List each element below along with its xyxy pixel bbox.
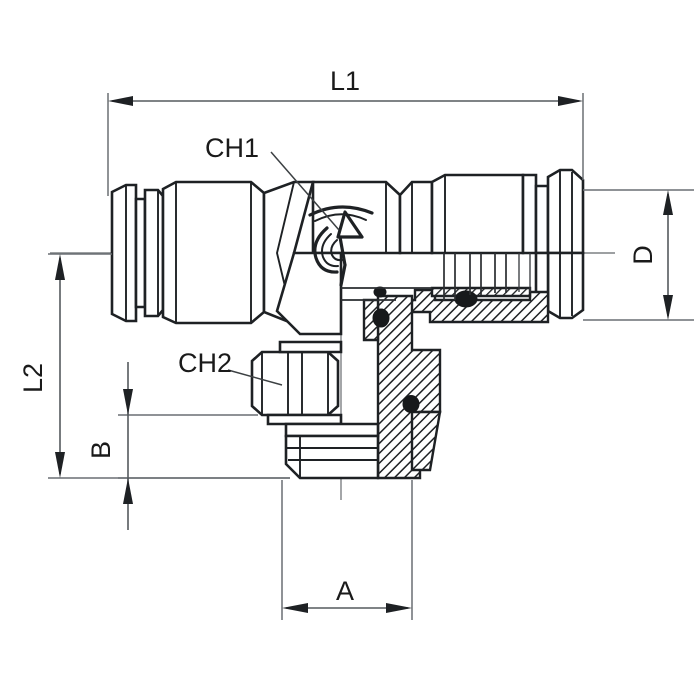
- callout-label-CH1: CH1: [205, 133, 259, 163]
- branch-shank: [284, 422, 380, 438]
- oring-branch-lower: [402, 395, 420, 413]
- dimension-label-B: B: [86, 441, 116, 459]
- right-transition-cone: [398, 180, 434, 255]
- dimension-D: D: [583, 189, 694, 321]
- dimension-label-L1: L1: [330, 66, 360, 96]
- oring-branch-upper: [372, 308, 390, 328]
- tee-body-lower-left: [275, 251, 343, 336]
- clip-hook-outer: [313, 226, 339, 274]
- callout-label-CH2: CH2: [178, 348, 232, 378]
- clip-hook-core: [330, 239, 343, 262]
- A-arrow-left: [282, 603, 308, 613]
- oring-right-port: [454, 290, 478, 308]
- right-collar-lower: [546, 251, 585, 320]
- callout-CH1: CH1: [205, 133, 340, 231]
- A-arrow-right: [386, 603, 412, 613]
- dimension-label-L2: L2: [18, 363, 48, 393]
- clip-arc-top: [308, 205, 374, 217]
- L1-arrow-left: [108, 96, 133, 106]
- fitting-geometry: [110, 168, 585, 480]
- dimension-L1: L1: [107, 66, 584, 196]
- callout-CH2: CH2: [178, 348, 283, 386]
- L2-arrow-top: [55, 254, 65, 280]
- branch-collar-top: [278, 340, 343, 354]
- left-barrel: [161, 180, 266, 325]
- right-release-sleeve: [534, 184, 550, 255]
- right-collar-ring: [521, 173, 538, 255]
- L1-arrow-right: [558, 96, 583, 106]
- right-collar-lip: [546, 168, 585, 255]
- branch-washer: [266, 413, 343, 426]
- clip-tail: [339, 263, 347, 287]
- branch-hex-nut: [250, 350, 340, 417]
- dimension-label-A: A: [336, 576, 354, 606]
- dimension-L2: L2: [18, 253, 290, 479]
- section-branch-foot: [410, 410, 442, 472]
- dimension-B: B: [86, 362, 290, 530]
- D-arrow-top: [663, 190, 673, 215]
- dimension-A: A: [281, 480, 413, 620]
- clip-stem: [338, 235, 347, 267]
- branch-male-thread: [284, 434, 380, 480]
- retaining-clip-detail: [308, 205, 374, 287]
- D-arrow-bottom: [663, 295, 673, 320]
- left-collar-lip: [110, 183, 138, 323]
- left-release-sleeve: [134, 197, 147, 309]
- right-port-internal-lines: [443, 253, 531, 300]
- oring-small-upper: [373, 286, 387, 298]
- B-arrow-bottom: [123, 478, 133, 504]
- B-arrow-top: [123, 389, 133, 415]
- clip-arc-top-inner: [314, 213, 367, 222]
- CH1-leader-line: [270, 151, 340, 231]
- left-collar-ring: [143, 188, 165, 318]
- CH2-leader-line: [227, 369, 283, 386]
- clip-hook-inner: [321, 233, 339, 268]
- clip-wedge: [336, 210, 364, 239]
- dimension-label-D: D: [628, 245, 658, 265]
- L2-arrow-bottom: [55, 452, 65, 478]
